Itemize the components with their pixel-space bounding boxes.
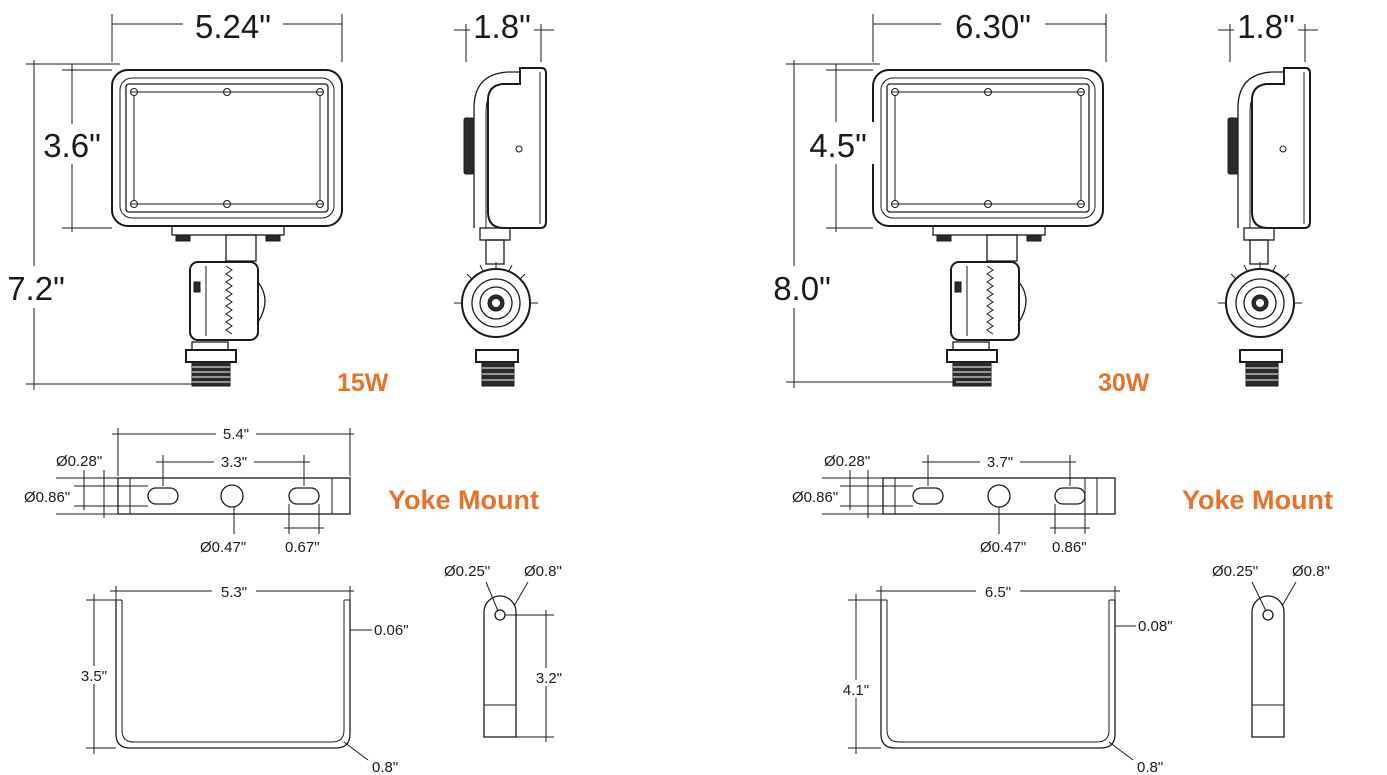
label-15w-side-end: Ø0.8"	[524, 563, 562, 580]
dim-15w-slot-len: 0.67"	[284, 504, 324, 556]
yoke-30w-side-view	[1251, 595, 1285, 738]
dim-30w-side-hole: Ø0.25"	[1212, 563, 1267, 612]
dim-30w-yoke-height: 4.1"	[838, 594, 881, 754]
label-15w-width: 5.24"	[195, 8, 271, 45]
dim-30w-depth: 1.8"	[1218, 6, 1318, 62]
dim-30w-slot-spacing: 3.7"	[922, 452, 1076, 486]
label-15w-radius: 0.8"	[372, 759, 398, 775]
label-30w-hole-dia: Ø0.47"	[980, 539, 1026, 556]
dim-15w-thickness: 0.06"	[350, 622, 409, 639]
label-30w-depth: 1.8"	[1237, 8, 1295, 45]
label-30w-slot-dia: Ø0.28"	[824, 453, 870, 470]
dim-30w-radius: 0.8"	[1108, 741, 1163, 775]
label-15w-depth: 1.8"	[473, 8, 531, 45]
dim-30w-yoke-width: 6.5"	[876, 582, 1120, 601]
fixture-15w-side-view	[453, 67, 547, 387]
label-15w-slot-dia: Ø0.28"	[56, 453, 102, 470]
fixture-30w-front-view	[872, 69, 1104, 387]
yoke-15w-side-view	[483, 595, 517, 738]
label-30w-width: 6.30"	[955, 8, 1031, 45]
dim-15w-yoke-length: 5.4"	[112, 424, 354, 476]
label-30w-slot-len: 0.86"	[1052, 539, 1087, 556]
dim-15w-depth: 1.8"	[454, 6, 554, 62]
label-30w-head-height: 4.5"	[809, 127, 867, 164]
label-15w-head-height: 3.6"	[43, 127, 101, 164]
label-30w-side-end: Ø0.8"	[1292, 563, 1330, 580]
wattage-15w: 15W	[337, 369, 389, 397]
dim-15w-radius: 0.8"	[343, 741, 398, 775]
dim-15w-side-hole: Ø0.25"	[444, 563, 499, 612]
label-30w-thickness: 0.08"	[1138, 618, 1173, 635]
fixture-15w-front-view	[111, 69, 343, 387]
dim-15w-hole-dia: Ø0.47"	[200, 507, 246, 556]
dim-30w-total-height: 8.0"	[766, 60, 956, 388]
dim-15w-head-height: 3.6"	[36, 64, 112, 232]
label-30w-total-height: 8.0"	[773, 270, 831, 307]
dim-30w-width: 6.30"	[872, 6, 1107, 62]
dim-30w-slot-dia: Ø0.28"	[824, 453, 913, 510]
dim-30w-slot-len: 0.86"	[1050, 504, 1090, 556]
dim-15w-slot-spacing: 3.3"	[156, 452, 310, 486]
dim-15w-slot-dia: Ø0.28"	[56, 453, 148, 510]
yoke-title-15w: Yoke Mount	[388, 485, 539, 515]
dim-30w-arm-dia: Ø0.86"	[792, 470, 883, 518]
label-30w-side-hole: Ø0.25"	[1212, 563, 1258, 580]
dim-15w-yoke-width: 5.3"	[110, 582, 354, 601]
dim-15w-yoke-height: 3.5"	[76, 594, 116, 754]
dim-15w-side-end: Ø0.8"	[513, 563, 562, 607]
dim-30w-head-height: 4.5"	[802, 64, 874, 232]
dim-15w-side-height: 3.2"	[505, 610, 567, 742]
yoke-title-30w: Yoke Mount	[1182, 485, 1333, 515]
label-15w-total-height: 7.2"	[7, 270, 65, 307]
label-15w-yoke-height: 3.5"	[81, 668, 107, 685]
label-15w-yoke-width: 5.3"	[221, 584, 247, 601]
yoke-30w-front-view	[880, 599, 1116, 749]
label-30w-slot-spacing: 3.7"	[987, 454, 1013, 471]
dim-30w-thickness: 0.08"	[1115, 618, 1173, 635]
wattage-30w: 30W	[1098, 369, 1150, 397]
label-30w-arm-dia: Ø0.86"	[792, 489, 838, 506]
dim-30w-side-end: Ø0.8"	[1281, 563, 1330, 607]
label-15w-side-hole: Ø0.25"	[444, 563, 490, 580]
dim-30w-hole-dia: Ø0.47"	[980, 507, 1026, 556]
dim-15w-total-height: 7.2"	[0, 60, 196, 390]
dim-15w-width: 5.24"	[111, 6, 343, 62]
label-30w-yoke-width: 6.5"	[985, 584, 1011, 601]
dim-15w-arm-dia: Ø0.86"	[24, 470, 118, 518]
label-15w-arm-dia: Ø0.86"	[24, 489, 70, 506]
yoke-15w-front-view	[115, 599, 351, 749]
label-30w-yoke-height: 4.1"	[843, 682, 869, 699]
label-15w-side-height: 3.2"	[536, 670, 562, 687]
label-15w-yoke-length: 5.4"	[223, 426, 249, 443]
label-15w-hole-dia: Ø0.47"	[200, 539, 246, 556]
label-15w-thickness: 0.06"	[374, 622, 409, 639]
label-15w-slot-len: 0.67"	[285, 539, 320, 556]
fixture-30w-side-view	[1217, 67, 1311, 387]
label-30w-radius: 0.8"	[1137, 759, 1163, 775]
label-15w-slot-spacing: 3.3"	[221, 454, 247, 471]
